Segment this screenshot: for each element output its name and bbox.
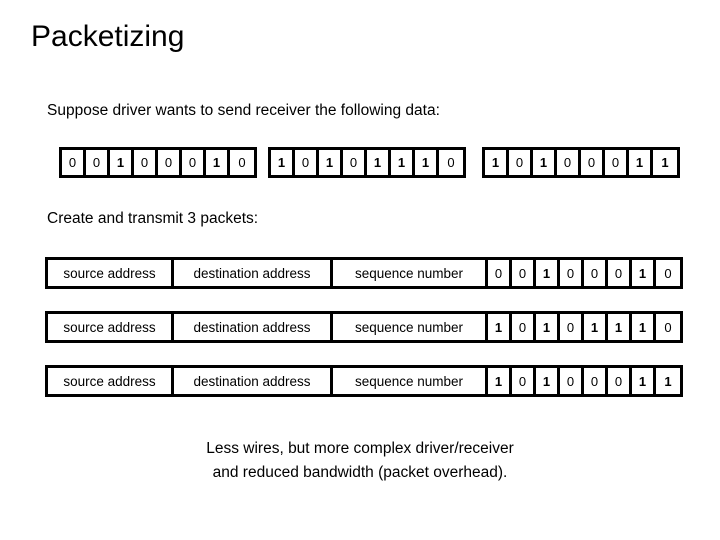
packet-row: source address destination address seque… <box>45 311 683 343</box>
bit-cell: 1 <box>536 368 560 394</box>
bit-cell: 1 <box>629 150 653 175</box>
bit-cell: 0 <box>509 150 533 175</box>
bit-cell: 1 <box>536 314 560 340</box>
bit-cell: 1 <box>584 314 608 340</box>
bit-cell: 1 <box>653 150 677 175</box>
page-title: Packetizing <box>31 20 185 53</box>
packet-sequence-number-cell: sequence number <box>333 260 488 286</box>
bit-cell: 0 <box>439 150 463 175</box>
bit-cell: 1 <box>391 150 415 175</box>
bit-cell: 0 <box>182 150 206 175</box>
caption-line-2: and reduced bandwidth (packet overhead). <box>212 464 508 481</box>
bit-cell: 0 <box>488 260 512 286</box>
bit-cell: 0 <box>557 150 581 175</box>
bit-cell: 0 <box>86 150 110 175</box>
packet-destination-address-cell: destination address <box>174 260 333 286</box>
summary-caption: Less wires, but more complex driver/rece… <box>0 437 720 485</box>
bit-cell: 1 <box>485 150 509 175</box>
bit-cell: 0 <box>560 260 584 286</box>
bit-cell: 0 <box>608 260 632 286</box>
bit-cell: 0 <box>560 368 584 394</box>
bit-cell: 1 <box>367 150 391 175</box>
bit-cell: 0 <box>512 260 536 286</box>
bit-cell: 1 <box>415 150 439 175</box>
packet-source-address-cell: source address <box>48 368 174 394</box>
packet-sequence-number-cell: sequence number <box>333 368 488 394</box>
bit-cell: 0 <box>605 150 629 175</box>
bit-cell: 1 <box>632 314 656 340</box>
bit-cell: 0 <box>656 260 680 286</box>
bit-cell: 0 <box>656 314 680 340</box>
bit-cell: 0 <box>512 368 536 394</box>
packets-heading-text: Create and transmit 3 packets: <box>47 210 259 227</box>
bit-cell: 0 <box>158 150 182 175</box>
bit-cell: 1 <box>488 314 512 340</box>
packet-destination-address-cell: destination address <box>174 368 333 394</box>
bit-cell: 0 <box>134 150 158 175</box>
bit-cell: 0 <box>581 150 605 175</box>
bit-cell: 0 <box>295 150 319 175</box>
bit-cell: 1 <box>110 150 134 175</box>
caption-line-1: Less wires, but more complex driver/rece… <box>206 440 514 457</box>
bit-cell: 1 <box>206 150 230 175</box>
bit-cell: 0 <box>62 150 86 175</box>
packet-source-address-cell: source address <box>48 314 174 340</box>
packet-source-address-cell: source address <box>48 260 174 286</box>
bit-cell: 1 <box>271 150 295 175</box>
bit-cell: 1 <box>608 314 632 340</box>
bit-cell: 0 <box>608 368 632 394</box>
bit-cell: 0 <box>584 368 608 394</box>
bit-cell: 0 <box>560 314 584 340</box>
bit-cell: 1 <box>533 150 557 175</box>
bit-cell: 1 <box>656 368 680 394</box>
bit-cell: 0 <box>584 260 608 286</box>
bit-cell: 1 <box>488 368 512 394</box>
intro-text: Suppose driver wants to send receiver th… <box>47 102 440 119</box>
bit-cell: 0 <box>230 150 254 175</box>
packet-destination-address-cell: destination address <box>174 314 333 340</box>
packet-row: source address destination address seque… <box>45 365 683 397</box>
packet-sequence-number-cell: sequence number <box>333 314 488 340</box>
bit-cell: 0 <box>512 314 536 340</box>
bit-cell: 1 <box>536 260 560 286</box>
bit-cell: 1 <box>632 260 656 286</box>
bit-cell: 1 <box>319 150 343 175</box>
packet-row: source address destination address seque… <box>45 257 683 289</box>
bit-cell: 0 <box>343 150 367 175</box>
bit-cell: 1 <box>632 368 656 394</box>
